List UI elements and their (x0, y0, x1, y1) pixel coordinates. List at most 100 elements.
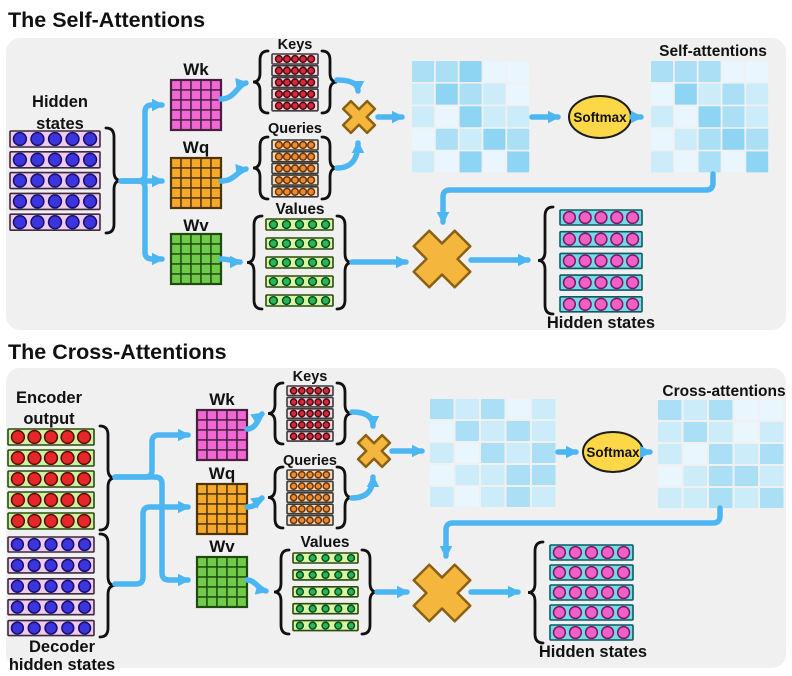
matrix-cell (216, 556, 228, 568)
arrow-wk-to-keys-self (218, 78, 249, 102)
token-dot (281, 238, 292, 249)
heatmap-cell (760, 466, 784, 486)
token-dot (322, 432, 331, 441)
token-dot (314, 505, 323, 513)
token-dot (27, 621, 41, 635)
token-dot (60, 513, 75, 529)
token-dot (290, 54, 300, 64)
matrix-cell (196, 503, 208, 515)
matrix-cell (200, 197, 212, 209)
token-dot (65, 173, 80, 188)
token-dot (600, 585, 615, 600)
token-dot (268, 257, 279, 268)
matrix-cell (170, 167, 182, 179)
token-dot (322, 505, 331, 513)
matrix-cell (196, 483, 208, 495)
token-dot (600, 625, 615, 640)
wq-label-cross: Wq (209, 464, 235, 483)
matrix-cell (196, 596, 208, 608)
token-dot (625, 254, 640, 268)
output-stack-cross (549, 544, 634, 641)
token-dot (82, 131, 98, 147)
token-dot (281, 295, 292, 306)
matrix-cell (200, 187, 212, 199)
arrow-encoder-to-wv (112, 474, 191, 587)
heatmap-cell (507, 151, 530, 173)
token-dot (27, 513, 42, 529)
token-dot (12, 173, 28, 188)
token-dot (65, 152, 80, 167)
heatmap-cell (435, 83, 458, 105)
token-dot (314, 421, 323, 429)
queries-left-brace-cross (267, 465, 285, 530)
token-dot (274, 66, 284, 75)
token-dot (290, 140, 300, 150)
token-dot (274, 78, 284, 87)
matrix-cell (236, 439, 248, 451)
heatmap-cell (459, 61, 482, 82)
heatmap-cell (746, 151, 769, 173)
token-dot (10, 537, 25, 552)
matrix-cell (190, 243, 202, 255)
self-attentions-label: Self-attentions (659, 43, 767, 60)
output-label-cross: Hidden states (539, 643, 647, 661)
heatmap-cell (506, 421, 530, 441)
token-dot (578, 232, 592, 246)
output-stack-self (559, 209, 643, 313)
heatmap-cell (651, 128, 673, 150)
wk-label-self: Wk (183, 60, 209, 79)
token-dot (44, 600, 58, 614)
softmax-label-cross: Softmax (586, 445, 640, 460)
matrix-cell (216, 483, 228, 495)
wv-label-self: Wv (183, 216, 209, 235)
arrow-keys-to-multiply-self (334, 77, 365, 94)
matrix-cell (236, 449, 248, 461)
matrix-cell (236, 566, 248, 578)
heatmap-cell (483, 128, 506, 150)
wq-matrix-self (169, 156, 223, 210)
matrix-cell (170, 187, 182, 199)
token-dot (552, 625, 567, 640)
token-dot (594, 210, 608, 225)
token-dot (61, 600, 75, 614)
token-dot (320, 257, 331, 268)
matrix-cell (180, 197, 192, 209)
token-dot (320, 238, 331, 249)
matrix-cell (210, 273, 222, 285)
token-dot (274, 101, 284, 110)
keys-stack-self (271, 53, 319, 112)
token-dot (27, 558, 41, 573)
matrix-cell (236, 493, 248, 505)
heatmap-cell (683, 400, 707, 420)
arrow-decoder-to-wq (112, 500, 191, 587)
token-dot (290, 175, 300, 185)
token-dot (290, 164, 300, 173)
matrix-cell (210, 243, 222, 255)
token-dot (12, 152, 28, 167)
arrow-wq-to-queries-self (218, 164, 249, 184)
token-dot (308, 587, 317, 596)
matrix-cell (180, 233, 192, 245)
token-dot (307, 295, 318, 306)
token-dot (77, 600, 92, 614)
token-dot (306, 140, 316, 150)
token-dot (77, 537, 92, 552)
matrix-cell (170, 99, 182, 111)
token-dot (306, 66, 316, 75)
matrix-cell (180, 89, 192, 101)
matrix-cell (216, 586, 228, 598)
matrix-cell (216, 493, 228, 505)
matrix-cell (226, 566, 238, 578)
matrix-cell (196, 513, 208, 525)
token-dot (306, 421, 314, 429)
wq-label-self: Wq (183, 138, 209, 157)
token-dot (294, 276, 305, 287)
matrix-cell (216, 596, 228, 608)
matrix-cell (180, 253, 192, 265)
token-dot (294, 219, 305, 230)
token-dot (282, 54, 292, 64)
keys-label-self: Keys (278, 37, 313, 53)
matrix-cell (216, 409, 228, 421)
token-dot (61, 579, 75, 593)
